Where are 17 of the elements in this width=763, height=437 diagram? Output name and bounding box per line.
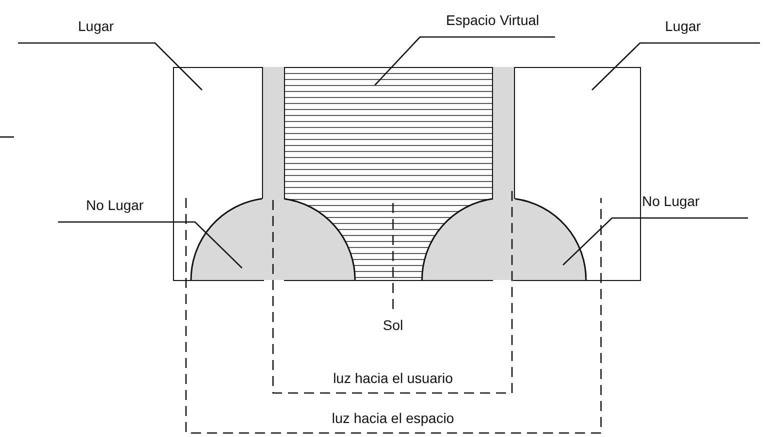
diagram-label: Sol: [380, 317, 406, 333]
callout-label: No Lugar: [612, 193, 748, 218]
leader-line: [58, 221, 242, 268]
half-dome-shape: [421, 198, 587, 280]
leader-line: [592, 42, 760, 90]
callout-label: No Lugar: [58, 197, 195, 222]
callout-label: Espacio Virtual: [420, 12, 555, 37]
leader-line: [374, 36, 555, 86]
callout-label: Lugar: [640, 18, 760, 43]
callout-label: Lugar: [18, 18, 155, 43]
leader-line: [18, 42, 202, 90]
wall-column: [262, 67, 285, 201]
half-dome-shape: [190, 198, 356, 280]
wall-column: [492, 67, 515, 201]
diagram-label: luz hacia el usuario: [331, 370, 455, 386]
leader-line: [562, 217, 748, 266]
diagram-label: luz hacia el espacio: [330, 410, 456, 426]
